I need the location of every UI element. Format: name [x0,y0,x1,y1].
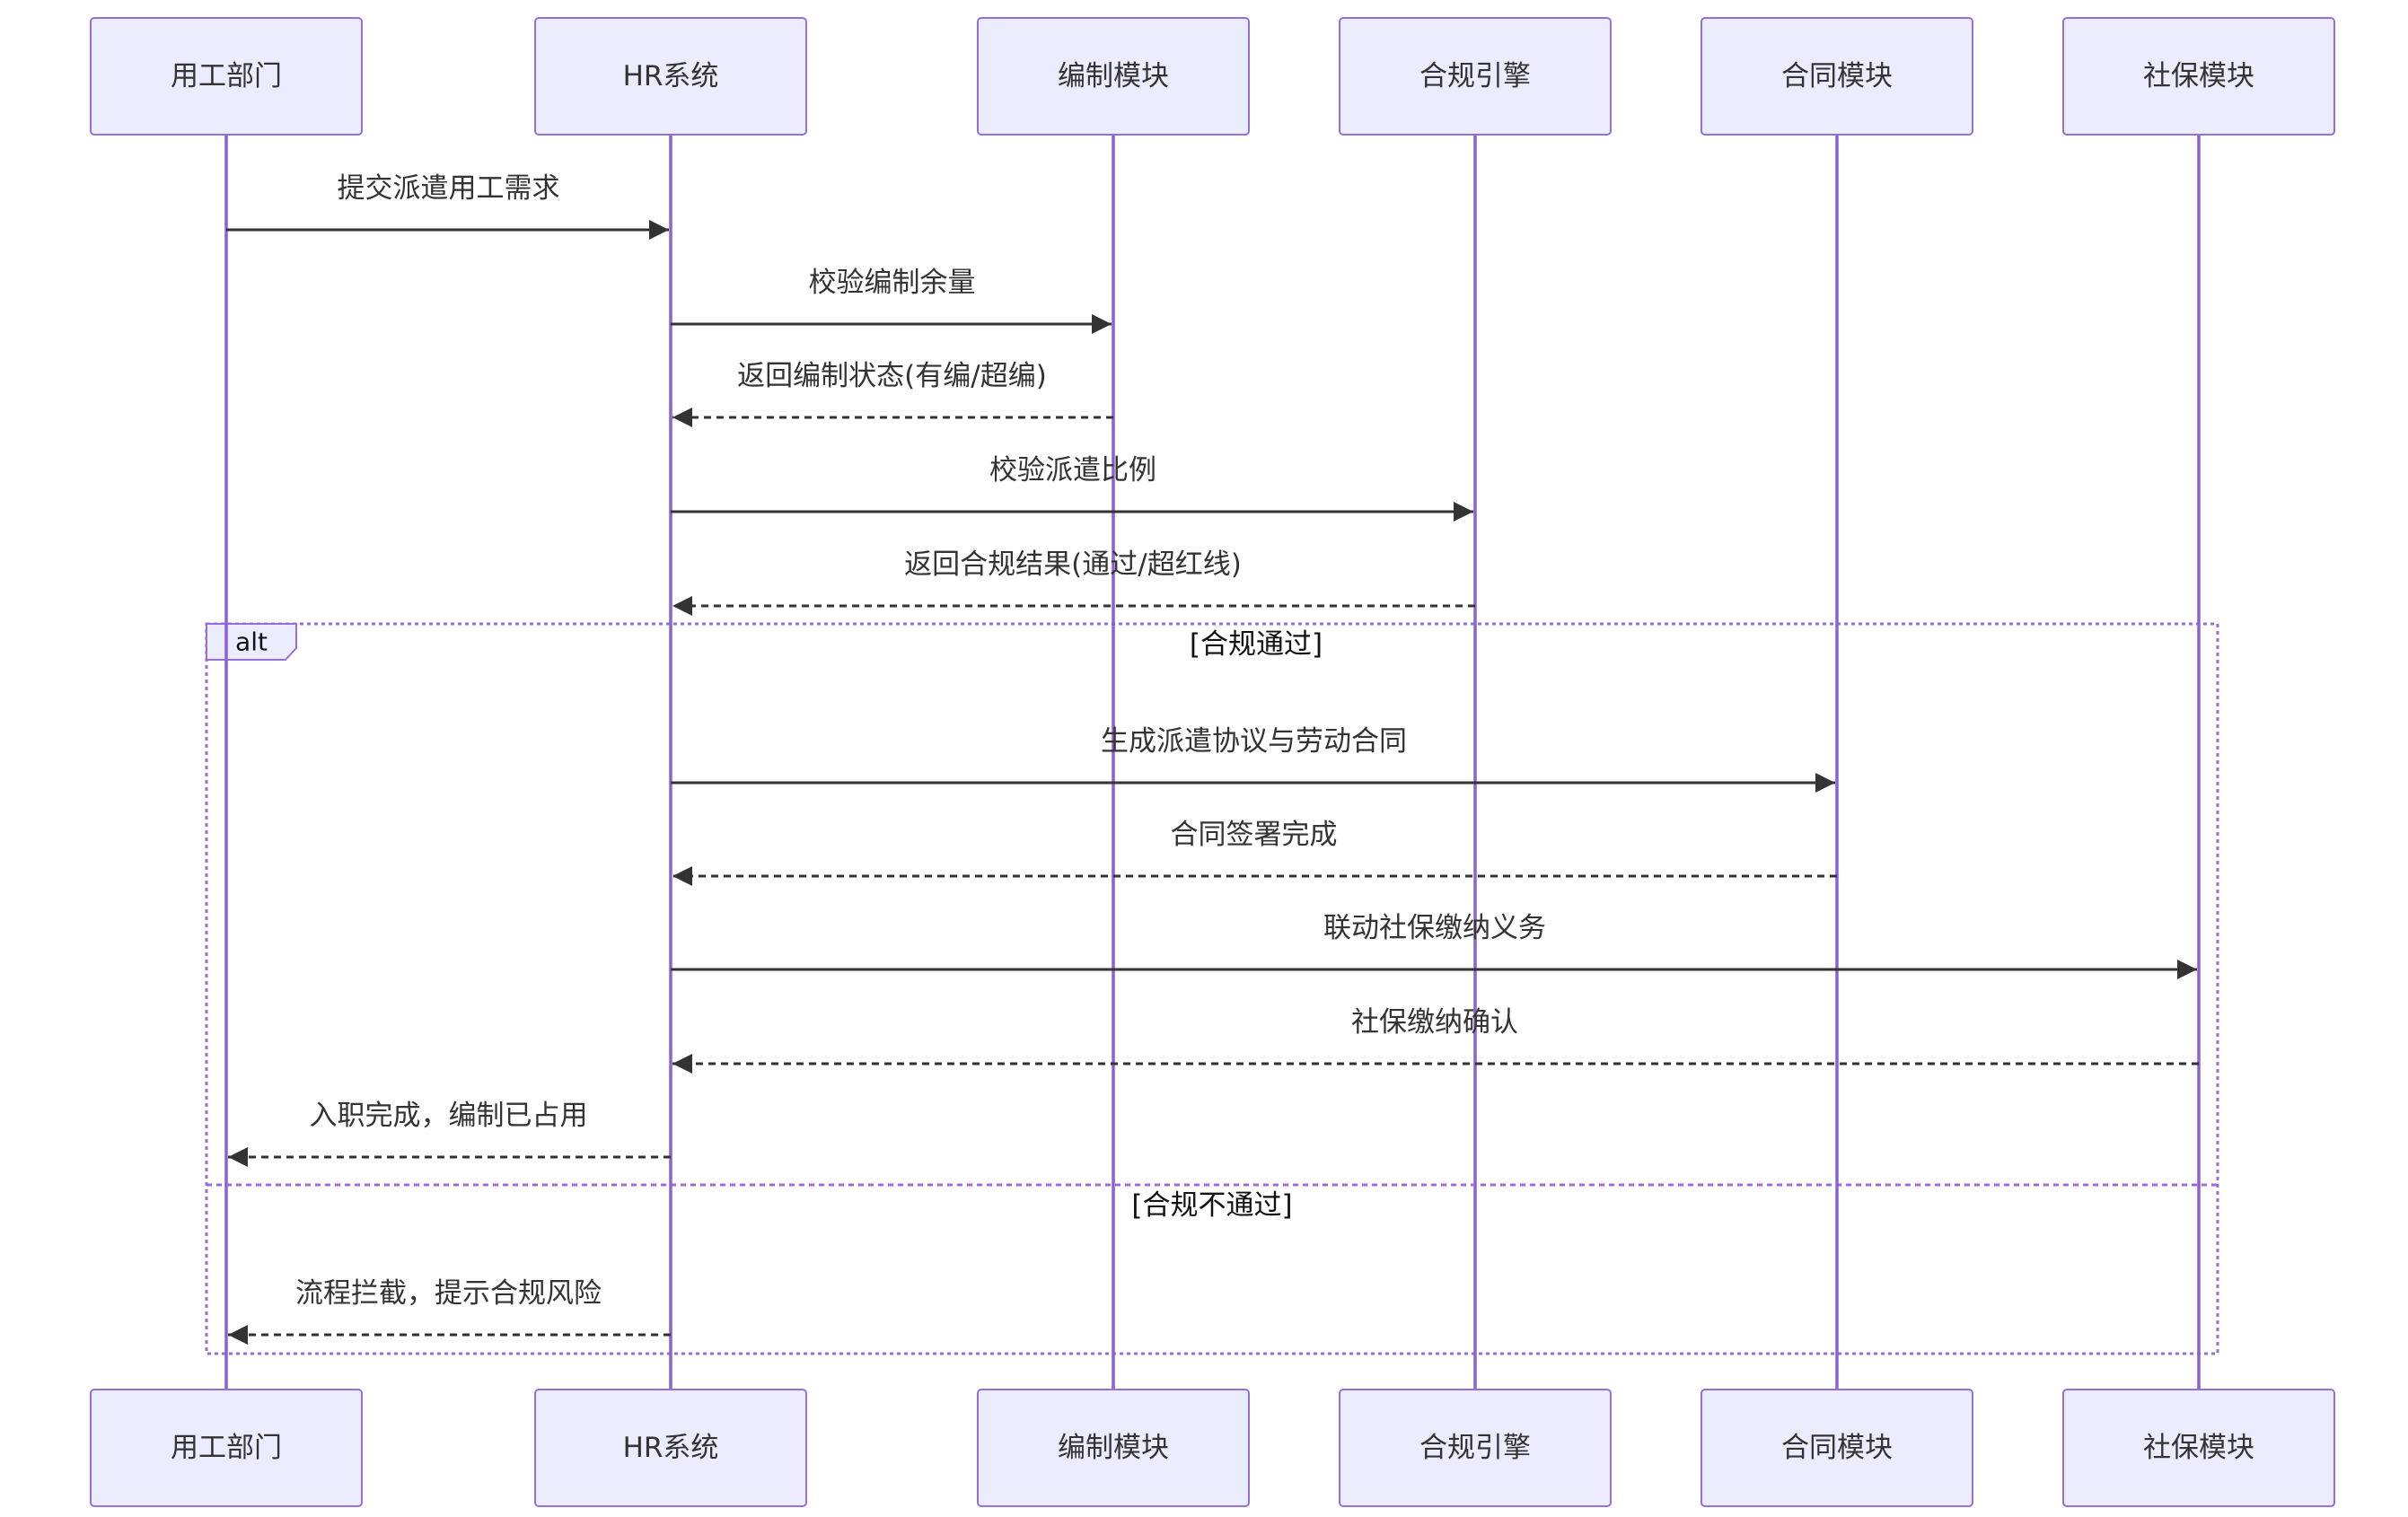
message-label: 返回编制状态(有编/超编) [737,360,1047,392]
participant-box [1701,17,1973,136]
message-2: 校验编制余量 [671,267,1112,334]
participant-label: 社保模块 [2143,60,2254,92]
message-label: 流程拦截，提示合规风险 [295,1277,602,1310]
participant-label: 社保模块 [2143,1432,2254,1464]
participant-top-dept: 用工部门 [90,17,363,136]
participant-label: 合规引擎 [1419,1432,1531,1464]
participant-box [977,17,1250,136]
participant-label: HR系统 [623,1432,719,1464]
participants-layer: 用工部门用工部门HR系统HR系统编制模块编制模块合规引擎合规引擎合同模块合同模块… [90,17,2335,1507]
message-label: 入职完成，编制已占用 [310,1100,588,1132]
message-10: 入职完成，编制已占用 [228,1100,671,1167]
participant-box [1339,1389,1612,1507]
participant-box [977,1389,1250,1507]
alt-fragment: alt [合规通过] [合规不通过] [205,622,2219,1355]
participant-box [2062,1389,2335,1507]
alt-label-tab [206,623,297,661]
message-label: 校验派遣比例 [989,454,1156,487]
message-4: 校验派遣比例 [671,454,1473,522]
participant-bottom-quota: 编制模块 [977,1389,1250,1507]
participant-top-compliance: 合规引擎 [1339,17,1612,136]
participant-top-quota: 编制模块 [977,17,1250,136]
participant-box [534,17,807,136]
message-label: 返回合规结果(通过/超红线) [904,548,1242,581]
alt-fragment-layer: alt [合规通过] [合规不通过] [205,622,2219,1355]
participant-label: 合同模块 [1781,60,1893,92]
participant-top-social: 社保模块 [2062,17,2335,136]
message-label: 联动社保缴纳义务 [1323,912,1546,944]
message-label: 提交派遣用工需求 [338,172,560,205]
participant-bottom-contract: 合同模块 [1701,1389,1973,1507]
participant-label: 合同模块 [1781,1432,1893,1464]
participant-bottom-hr: HR系统 [534,1389,807,1507]
participant-bottom-dept: 用工部门 [90,1389,363,1507]
message-7: 合同签署完成 [672,819,1837,886]
message-label: 社保缴纳确认 [1351,1006,1518,1039]
message-8: 联动社保缴纳义务 [671,912,2197,979]
participant-top-hr: HR系统 [534,17,807,136]
participant-top-contract: 合同模块 [1701,17,1973,136]
message-3: 返回编制状态(有编/超编) [672,360,1113,427]
alt-condition-2: [合规不通过] [1131,1189,1292,1222]
message-6: 生成派遣协议与劳动合同 [671,725,1835,793]
message-label: 生成派遣协议与劳动合同 [1101,725,1407,758]
participant-label: 用工部门 [171,60,282,92]
message-label: 合同签署完成 [1171,819,1338,851]
message-11: 流程拦截，提示合规风险 [228,1277,671,1345]
alt-frame [205,622,2219,1355]
participant-box [534,1389,807,1507]
lifelines-layer [224,135,2201,1390]
participant-label: 合规引擎 [1419,60,1531,92]
message-1: 提交派遣用工需求 [226,172,669,240]
participant-box [90,17,363,136]
participant-bottom-social: 社保模块 [2062,1389,2335,1507]
participant-label: 编制模块 [1058,1432,1169,1464]
participant-label: 用工部门 [171,1432,282,1464]
message-label: 校验编制余量 [809,267,976,299]
participant-box [1701,1389,1973,1507]
message-5: 返回合规结果(通过/超红线) [672,548,1475,616]
participant-box [1339,17,1612,136]
alt-label: alt [235,627,268,657]
participant-bottom-compliance: 合规引擎 [1339,1389,1612,1507]
participant-label: 编制模块 [1058,60,1169,92]
participant-label: HR系统 [623,60,719,92]
participant-box [2062,17,2335,136]
participant-box [90,1389,363,1507]
message-9: 社保缴纳确认 [672,1006,2199,1074]
alt-condition-1: [合规通过] [1190,628,1323,661]
